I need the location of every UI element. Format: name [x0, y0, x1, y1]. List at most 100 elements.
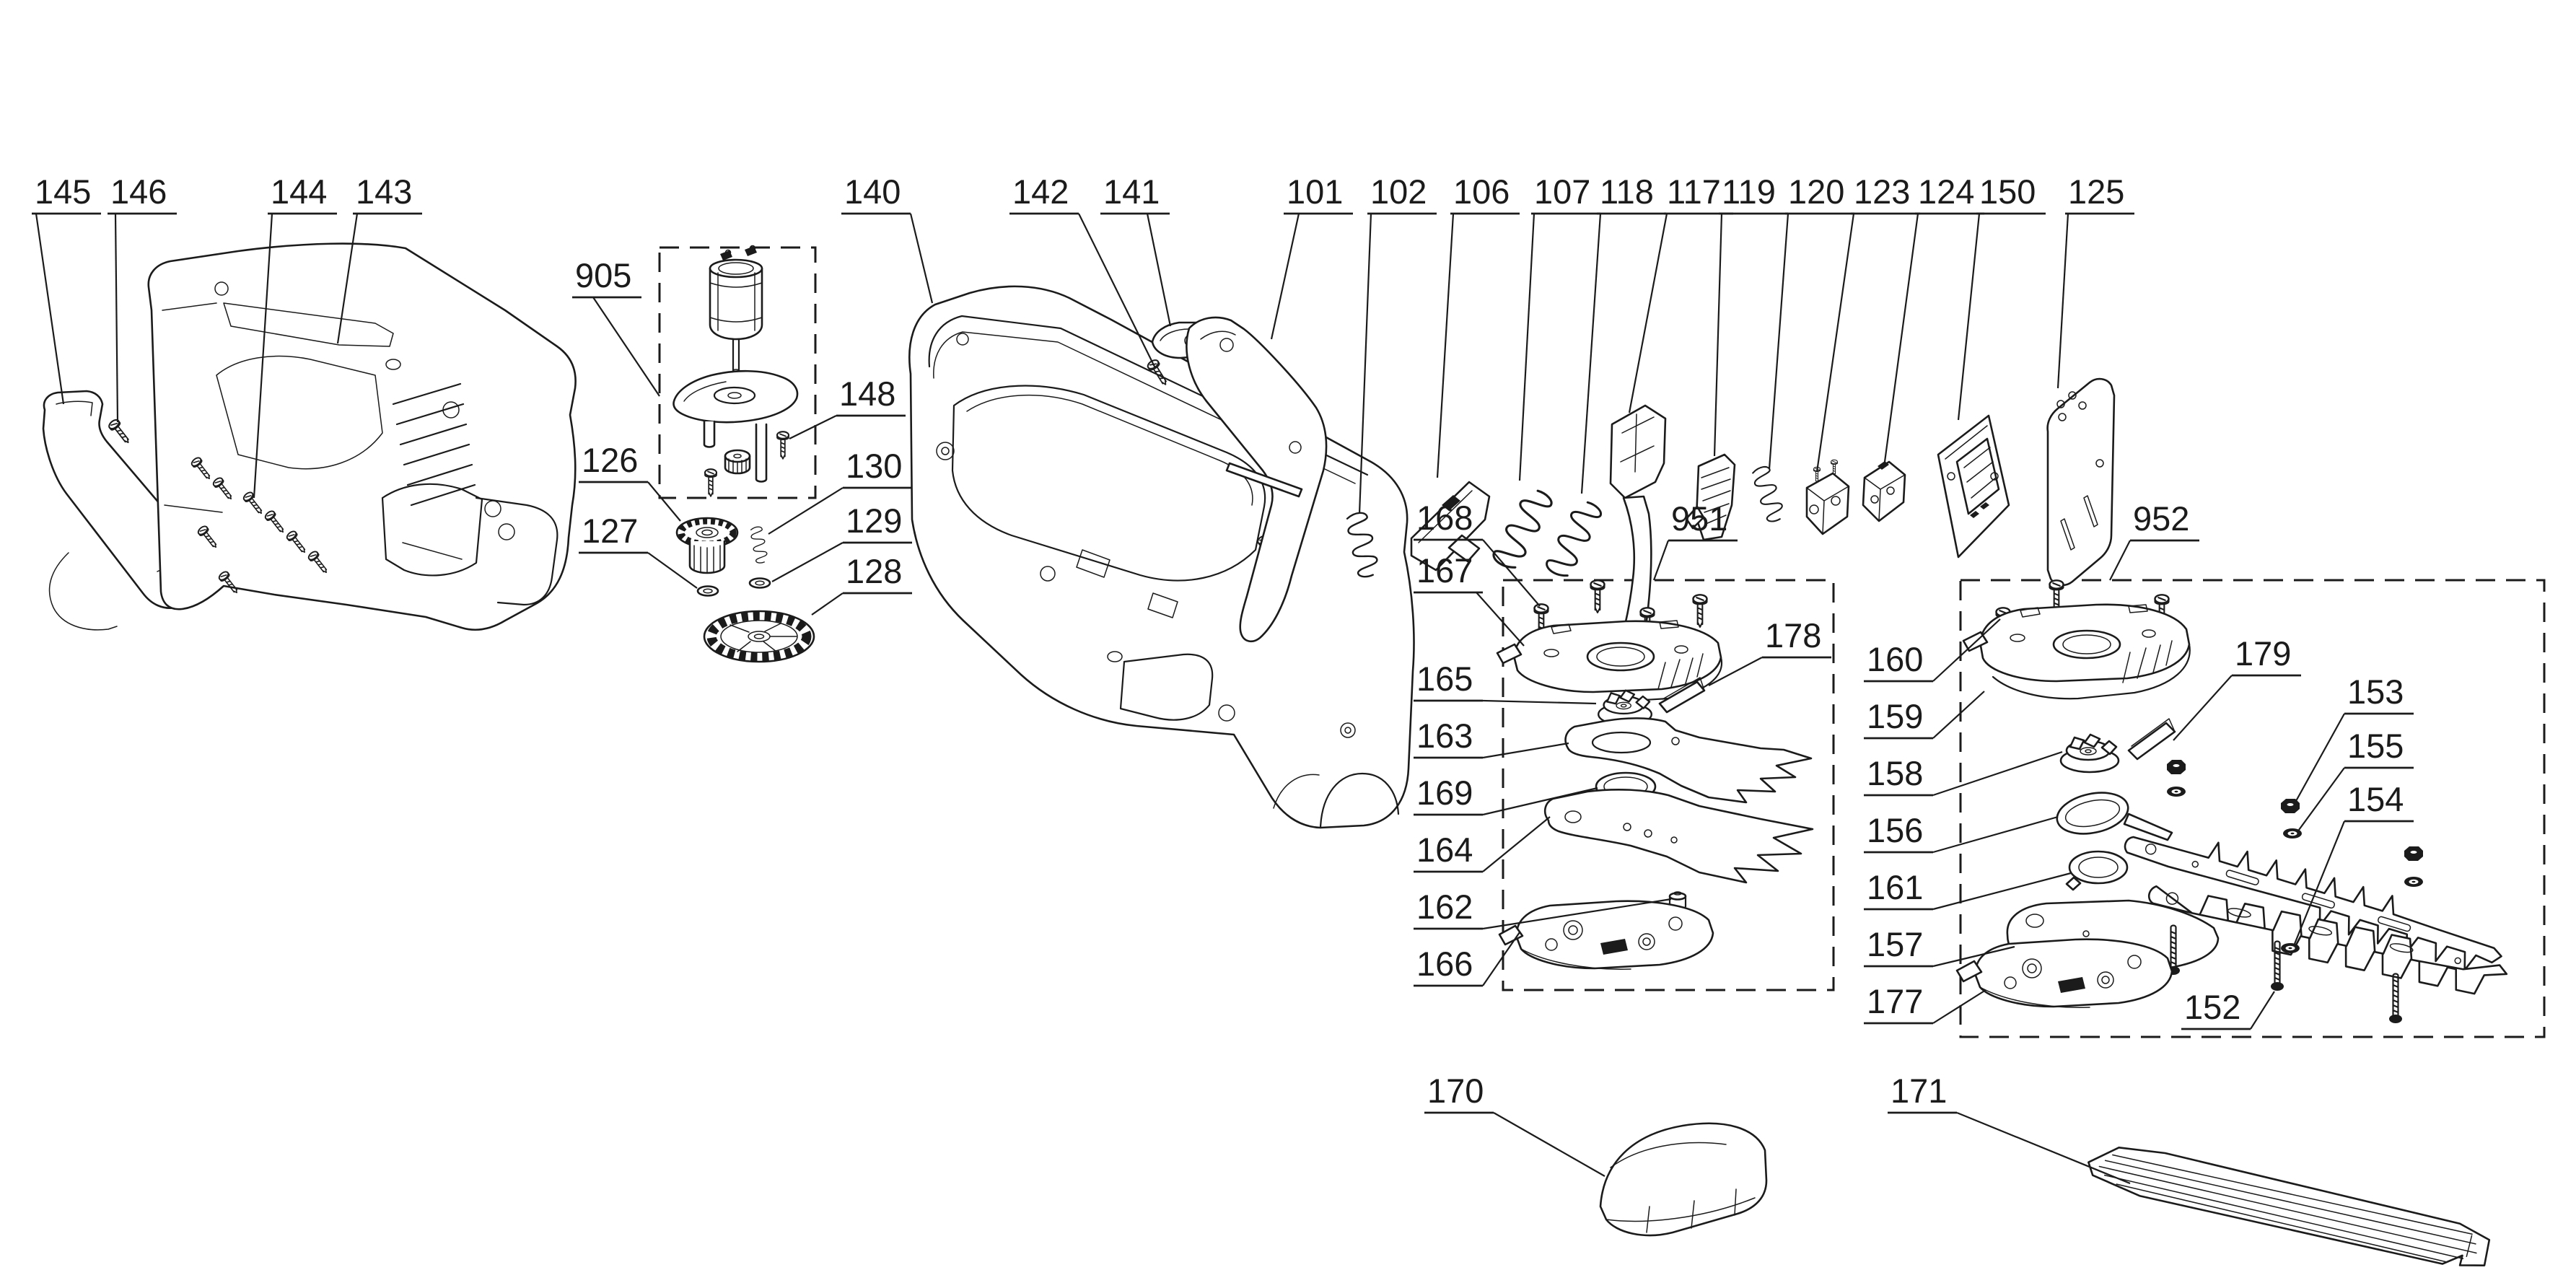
part-label-118: 118	[1600, 172, 1654, 211]
callout-171: 171	[1888, 1072, 2131, 1185]
part-158-eccentric-cam	[2059, 733, 2120, 774]
part-905-plate-screw	[704, 468, 718, 497]
part-label-162: 162	[1416, 888, 1473, 926]
part-label-952: 952	[2133, 499, 2189, 538]
callout-167: 167	[1414, 551, 1525, 647]
part-156-drive-link	[2056, 792, 2173, 841]
callout-165: 165	[1414, 660, 1597, 705]
part-label-160: 160	[1867, 640, 1923, 678]
part-127-washer	[696, 585, 719, 597]
callout-162: 162	[1414, 888, 1672, 930]
callout-145: 145	[32, 172, 101, 405]
part-155-washer	[2283, 828, 2302, 838]
callout-150: 150	[1957, 172, 2046, 421]
part-label-155: 155	[2347, 727, 2404, 765]
part-119-pushbutton	[1685, 453, 1736, 541]
part-129-washer	[748, 577, 771, 589]
part-148-screw	[776, 431, 790, 460]
part-label-117: 117	[1667, 172, 1721, 211]
part-label-951: 951	[1671, 499, 1727, 538]
callout-142: 142	[1009, 172, 1156, 369]
assembly-box-905	[658, 246, 817, 499]
part-label-177: 177	[1867, 982, 1923, 1020]
callout-107: 107	[1518, 172, 1600, 481]
part-label-163: 163	[1416, 717, 1473, 755]
callout-163: 163	[1414, 717, 1569, 759]
vent-slots	[392, 382, 476, 507]
callout-130: 130	[768, 447, 912, 535]
callout-177: 177	[1864, 982, 1986, 1025]
part-label-148: 148	[839, 375, 895, 413]
part-label-125: 125	[2068, 172, 2124, 211]
part-label-142: 142	[1012, 172, 1069, 211]
part-label-179: 179	[2235, 634, 2291, 673]
part-146-screw	[106, 417, 133, 447]
part-150-switch-assembly	[1937, 414, 2010, 559]
assembly-box-951	[1502, 579, 1835, 991]
callout-160: 160	[1864, 618, 2001, 683]
part-label-130: 130	[846, 447, 902, 485]
callout-146: 146	[108, 172, 177, 423]
callout-144: 144	[253, 172, 337, 499]
assembly-952	[1955, 579, 2508, 1025]
callout-140: 140	[841, 172, 934, 304]
callout-126: 126	[579, 441, 681, 522]
part-128-main-gear	[703, 610, 815, 663]
part-101-lockoff-lever	[1186, 316, 1328, 643]
part-118-spring	[1542, 496, 1605, 582]
part-label-144: 144	[271, 172, 327, 211]
callout-905: 905	[572, 256, 660, 397]
part-179-slide-bar	[2127, 718, 2176, 761]
part-154-washer	[2281, 943, 2300, 953]
part-label-123: 123	[1854, 172, 1910, 211]
callout-119: 119	[1713, 172, 1788, 457]
part-126-double-gear	[675, 517, 739, 574]
callout-179: 179	[2173, 634, 2301, 741]
callout-164: 164	[1414, 816, 1551, 873]
part-label-157: 157	[1867, 925, 1923, 963]
callout-169: 169	[1414, 774, 1598, 816]
part-label-168: 168	[1416, 499, 1473, 537]
part-label-152: 152	[2184, 988, 2240, 1026]
part-905-gearbox-plate	[673, 369, 799, 483]
part-143-housing-left-half	[147, 242, 577, 631]
callout-156: 156	[1864, 811, 2059, 854]
part-label-126: 126	[582, 441, 638, 479]
callout-106: 106	[1436, 172, 1520, 478]
callout-159: 159	[1864, 691, 1985, 740]
part-130-spring	[749, 525, 769, 564]
callout-170: 170	[1424, 1072, 1605, 1177]
part-164-lower-shear-blade	[1543, 788, 1814, 884]
callout-952: 952	[2109, 499, 2199, 581]
part-label-167: 167	[1416, 551, 1473, 590]
part-label-170: 170	[1427, 1072, 1484, 1110]
part-952-upper-blade	[2124, 836, 2502, 971]
battery-window	[381, 483, 483, 577]
part-label-143: 143	[356, 172, 412, 211]
callout-128: 128	[811, 552, 912, 616]
callout-143: 143	[336, 172, 422, 344]
part-label-107: 107	[1534, 172, 1590, 211]
callout-117: 117	[1628, 172, 1733, 413]
part-106-switch-slider	[1410, 481, 1491, 572]
part-label-178: 178	[1765, 616, 1821, 654]
callout-153: 153	[2295, 673, 2414, 802]
part-124-terminal-block	[1862, 460, 1906, 522]
part-label-102: 102	[1370, 172, 1427, 211]
callout-155: 155	[2298, 727, 2414, 831]
part-120-spring	[1750, 464, 1787, 525]
part-125-pcb-plate	[2046, 377, 2116, 587]
part-952-lower-blade	[2147, 885, 2508, 995]
part-label-169: 169	[1416, 774, 1473, 812]
part-label-158: 158	[1867, 754, 1923, 792]
part-label-101: 101	[1287, 172, 1343, 211]
part-159-blade-top-cover	[1962, 603, 2191, 700]
part-152-bolt-c	[2388, 973, 2404, 1025]
callout-102: 102	[1358, 172, 1437, 514]
callout-125: 125	[2056, 172, 2134, 389]
callout-148: 148	[789, 375, 906, 439]
callout-157: 157	[1864, 925, 2015, 968]
callout-101: 101	[1270, 172, 1353, 340]
part-905-pinion-gear	[724, 449, 751, 475]
